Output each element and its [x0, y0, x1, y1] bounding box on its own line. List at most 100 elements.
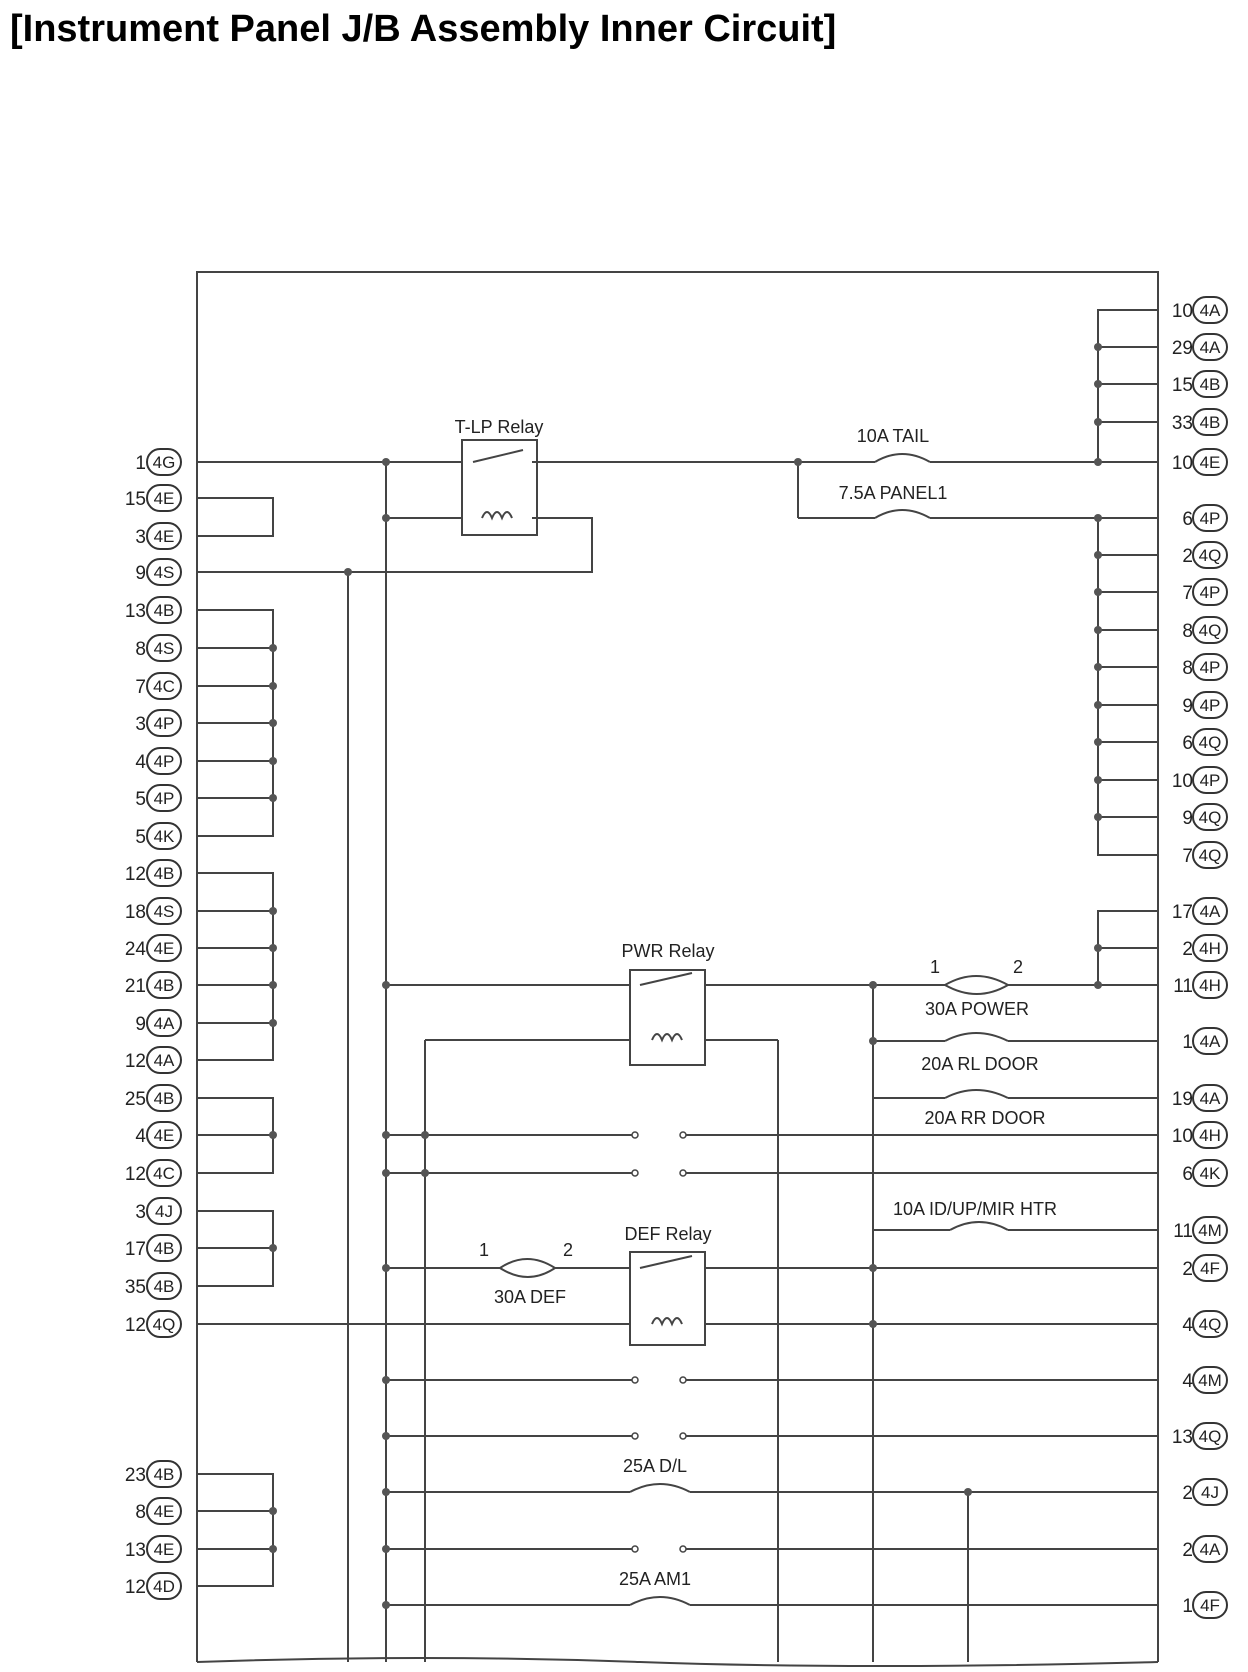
connector-id: 4J [155, 1202, 173, 1221]
connector-circle [1192, 1591, 1228, 1619]
connector-id: 4P [154, 789, 175, 808]
t-lp-relay [461, 439, 538, 536]
pin-number: 7 [1182, 846, 1193, 867]
connector-id: 4M [1198, 1221, 1222, 1240]
connector-circle [146, 897, 182, 925]
connector-circle [146, 1046, 182, 1074]
connector-id: 4C [153, 1164, 175, 1183]
connector-circle [1192, 841, 1228, 869]
junction-dots [269, 343, 1102, 1609]
pin-number: 4 [135, 1126, 146, 1147]
connector-circle [146, 859, 182, 887]
connector-circle [146, 822, 182, 850]
pin-number: 8 [135, 1502, 146, 1523]
def-relay-label: DEF Relay [624, 1224, 711, 1244]
def-relay [629, 1251, 706, 1346]
connector-id: 4E [154, 1502, 175, 1521]
pin-number: 12 [125, 1315, 146, 1336]
connector-circle [1192, 934, 1228, 962]
fuse-label: 7.5A PANEL1 [839, 483, 948, 503]
pin-number: 9 [1182, 696, 1193, 717]
pin-number: 11 [1173, 976, 1193, 997]
pin-number: 1 [1182, 1596, 1193, 1617]
connector-circle [146, 1084, 182, 1112]
connector-circle [1192, 1216, 1228, 1244]
connector-id: 4A [154, 1051, 175, 1070]
connector-id: 4Q [1199, 846, 1222, 865]
connector-circle [146, 709, 182, 737]
connector-circle [146, 558, 182, 586]
connector-circle [146, 1460, 182, 1488]
connector-id: 4S [154, 563, 175, 582]
pin-number: 11 [1173, 1221, 1193, 1242]
connector-circle [146, 1572, 182, 1600]
pin-number: 3 [135, 714, 146, 735]
connector-id: 4H [1199, 976, 1221, 995]
connector-circle [1192, 1027, 1228, 1055]
connector-circle [146, 971, 182, 999]
connector-id: 4P [1200, 583, 1221, 602]
pin-number: 23 [125, 1465, 146, 1486]
connector-id: 4Q [1199, 733, 1222, 752]
connector-circle [1192, 897, 1228, 925]
pin-number: 10 [1172, 453, 1193, 474]
pin-number: 35 [125, 1277, 146, 1298]
connector-circle [1192, 333, 1228, 361]
connector-id: 4B [154, 864, 175, 883]
pin-number: 2 [1182, 1540, 1193, 1561]
pin-number: 15 [1172, 375, 1193, 396]
connector-id: 4A [1200, 338, 1221, 357]
connector-id: 4B [154, 1465, 175, 1484]
connector-id: 4E [154, 1540, 175, 1559]
connector-id: 4J [1201, 1483, 1219, 1502]
connector-id: 4P [154, 714, 175, 733]
connector-circle [1192, 971, 1228, 999]
pin-number: 8 [135, 639, 146, 660]
fuse-pin-label: 2 [563, 1240, 573, 1260]
fuse-label: 20A RR DOOR [924, 1108, 1045, 1128]
connector-circle [1192, 766, 1228, 794]
pin-number: 13 [125, 1540, 146, 1561]
connector-id: 4A [1200, 1540, 1221, 1559]
pin-number: 8 [1182, 621, 1193, 642]
pin-number: 9 [1182, 808, 1193, 829]
connector-id: 4A [1200, 1032, 1221, 1051]
connector-id: 4A [154, 1014, 175, 1033]
connector-pin: 1 4F [1182, 1591, 1228, 1619]
connector-circle [1192, 541, 1228, 569]
connector-circle [1192, 370, 1228, 398]
connector-circle [146, 784, 182, 812]
connector-circle [1192, 803, 1228, 831]
connector-id: 4F [1200, 1596, 1220, 1615]
pin-number: 12 [125, 1577, 146, 1598]
pin-number: 19 [1172, 1089, 1193, 1110]
connector-circle [146, 1197, 182, 1225]
pin-number: 13 [1172, 1427, 1193, 1448]
connector-pin: 3 4P [135, 709, 182, 737]
pin-number: 18 [125, 902, 146, 923]
connector-circle [146, 672, 182, 700]
connector-circle [146, 1121, 182, 1149]
connector-circle [1192, 296, 1228, 324]
